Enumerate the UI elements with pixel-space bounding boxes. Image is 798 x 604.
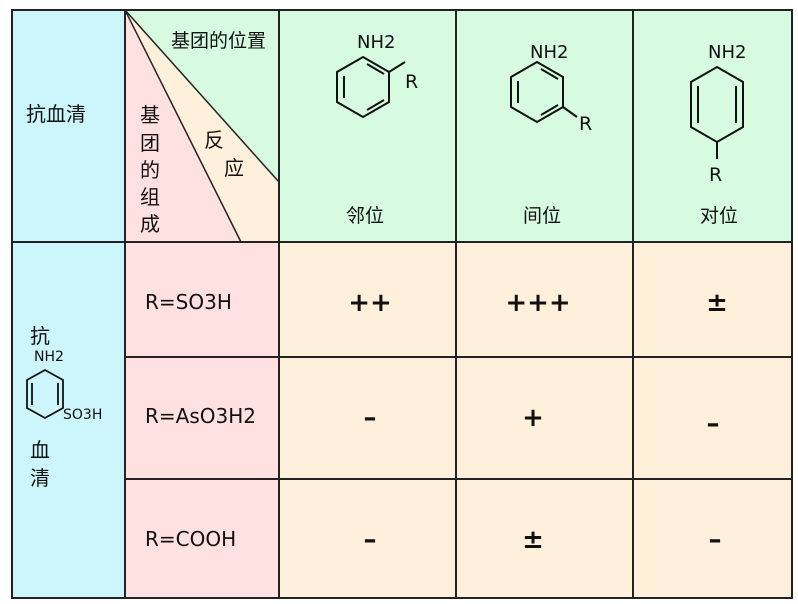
col-divider-2 xyxy=(278,9,280,599)
reaction-r2-meta: + xyxy=(522,403,544,433)
border-right xyxy=(791,9,793,599)
group-composition-label-2: 团 xyxy=(140,131,160,155)
ortho-position-label: 邻位 xyxy=(346,205,385,227)
antiserum-bottom-label-2: 清 xyxy=(30,466,50,490)
meta-amine-label: NH2 xyxy=(530,42,569,63)
group-composition-label-3: 的 xyxy=(140,158,160,182)
antiserum-body-cell xyxy=(12,242,125,598)
antiserum-sulfonate-label: SO3H xyxy=(63,407,103,423)
group-row-2: R=AsO3H2 xyxy=(145,404,256,428)
antiserum-benzene-icon xyxy=(26,368,64,420)
para-substituent-label: R xyxy=(709,164,723,186)
group-composition-label-4: 组 xyxy=(140,185,160,209)
col-divider-4 xyxy=(632,9,634,599)
antiserum-top-label: 抗 xyxy=(30,324,50,348)
antiserum-bottom-label-1: 血 xyxy=(30,438,50,462)
meta-position-label: 间位 xyxy=(523,205,562,227)
reaction-r2-ortho: – xyxy=(363,403,377,433)
ortho-benzene-icon xyxy=(336,55,406,119)
meta-benzene-icon xyxy=(510,60,578,124)
row-divider-2 xyxy=(125,478,792,480)
para-benzene-icon xyxy=(690,65,744,159)
border-left xyxy=(11,9,13,599)
border-top xyxy=(12,9,792,11)
reaction-r3-ortho: – xyxy=(363,525,377,555)
para-position-label: 对位 xyxy=(700,205,739,227)
para-amine-label: NH2 xyxy=(708,42,747,63)
group-row-3: R=COOH xyxy=(145,527,237,551)
reaction-r1-para: ± xyxy=(706,288,728,318)
col-divider-1 xyxy=(124,9,126,599)
meta-substituent-label: R xyxy=(579,113,593,135)
reaction-r3-para: – xyxy=(708,525,722,555)
group-position-label: 基团的位置 xyxy=(171,30,267,52)
diagonal-header xyxy=(124,9,280,243)
reaction-r3-meta: ± xyxy=(522,525,544,555)
ortho-substituent-label: R xyxy=(405,71,419,93)
col-divider-3 xyxy=(455,9,457,599)
reaction-label-2: 应 xyxy=(224,156,244,180)
group-body-cell xyxy=(125,242,279,598)
reaction-body-cell xyxy=(279,242,792,598)
reaction-r2-para: – xyxy=(706,409,720,439)
group-row-1: R=SO3H xyxy=(145,290,232,314)
group-composition-label-1: 基 xyxy=(140,103,160,127)
antiserum-header-cell xyxy=(12,10,125,242)
reaction-r1-meta: +++ xyxy=(505,288,571,318)
reaction-label-1: 反 xyxy=(204,128,224,152)
border-bottom xyxy=(12,597,792,599)
position-header-cell xyxy=(279,10,792,242)
antiserum-header-label: 抗血清 xyxy=(26,102,86,126)
header-divider xyxy=(12,241,792,243)
row-divider-1 xyxy=(125,356,792,358)
antiserum-amine-label: NH2 xyxy=(34,349,64,365)
reaction-r1-ortho: ++ xyxy=(348,288,392,318)
ortho-amine-label: NH2 xyxy=(357,32,396,53)
group-composition-label-5: 成 xyxy=(140,212,160,236)
